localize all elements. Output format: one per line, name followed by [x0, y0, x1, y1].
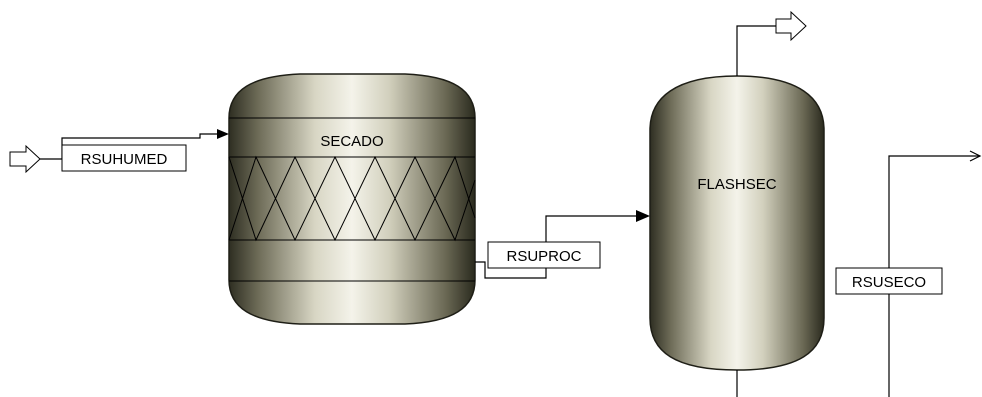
processed-line: [475, 215, 640, 279]
stream-vapor-outlet[interactable]: [736, 10, 807, 76]
vapor-line: [736, 25, 776, 76]
processed-tag-box: [487, 241, 601, 269]
vapor-outlet-arrow-icon: [775, 10, 807, 42]
feed-inlet-arrow-icon: [9, 144, 41, 174]
stream-feed[interactable]: RSUHUMED: [9, 129, 229, 174]
dryer-packing-zigzag-2: [228, 155, 476, 242]
processed-arrowhead-icon: [636, 210, 650, 222]
feed-arrowhead-icon: [217, 129, 229, 139]
dryer-block[interactable]: SECADO: [228, 73, 476, 325]
stream-dry[interactable]: RSUSECO: [835, 150, 982, 397]
feed-tag-label: RSUHUMED: [81, 151, 168, 168]
feed-line: [40, 133, 227, 160]
dry-tag-box: [835, 267, 943, 295]
processed-tag-label: RSUPROC: [506, 248, 581, 265]
flash-label: FLASHSEC: [697, 176, 776, 193]
dryer-label: SECADO: [320, 133, 383, 150]
stream-processed[interactable]: RSUPROC: [475, 210, 650, 279]
flash-vessel-body: [649, 75, 825, 371]
dry-line: [888, 155, 980, 397]
feed-tag-box: [61, 144, 187, 172]
dry-tag-label: RSUSECO: [852, 274, 926, 291]
dry-arrowhead-icon: [969, 150, 982, 162]
flash-block[interactable]: FLASHSEC: [649, 75, 825, 371]
dryer-vessel-body: [228, 73, 476, 325]
